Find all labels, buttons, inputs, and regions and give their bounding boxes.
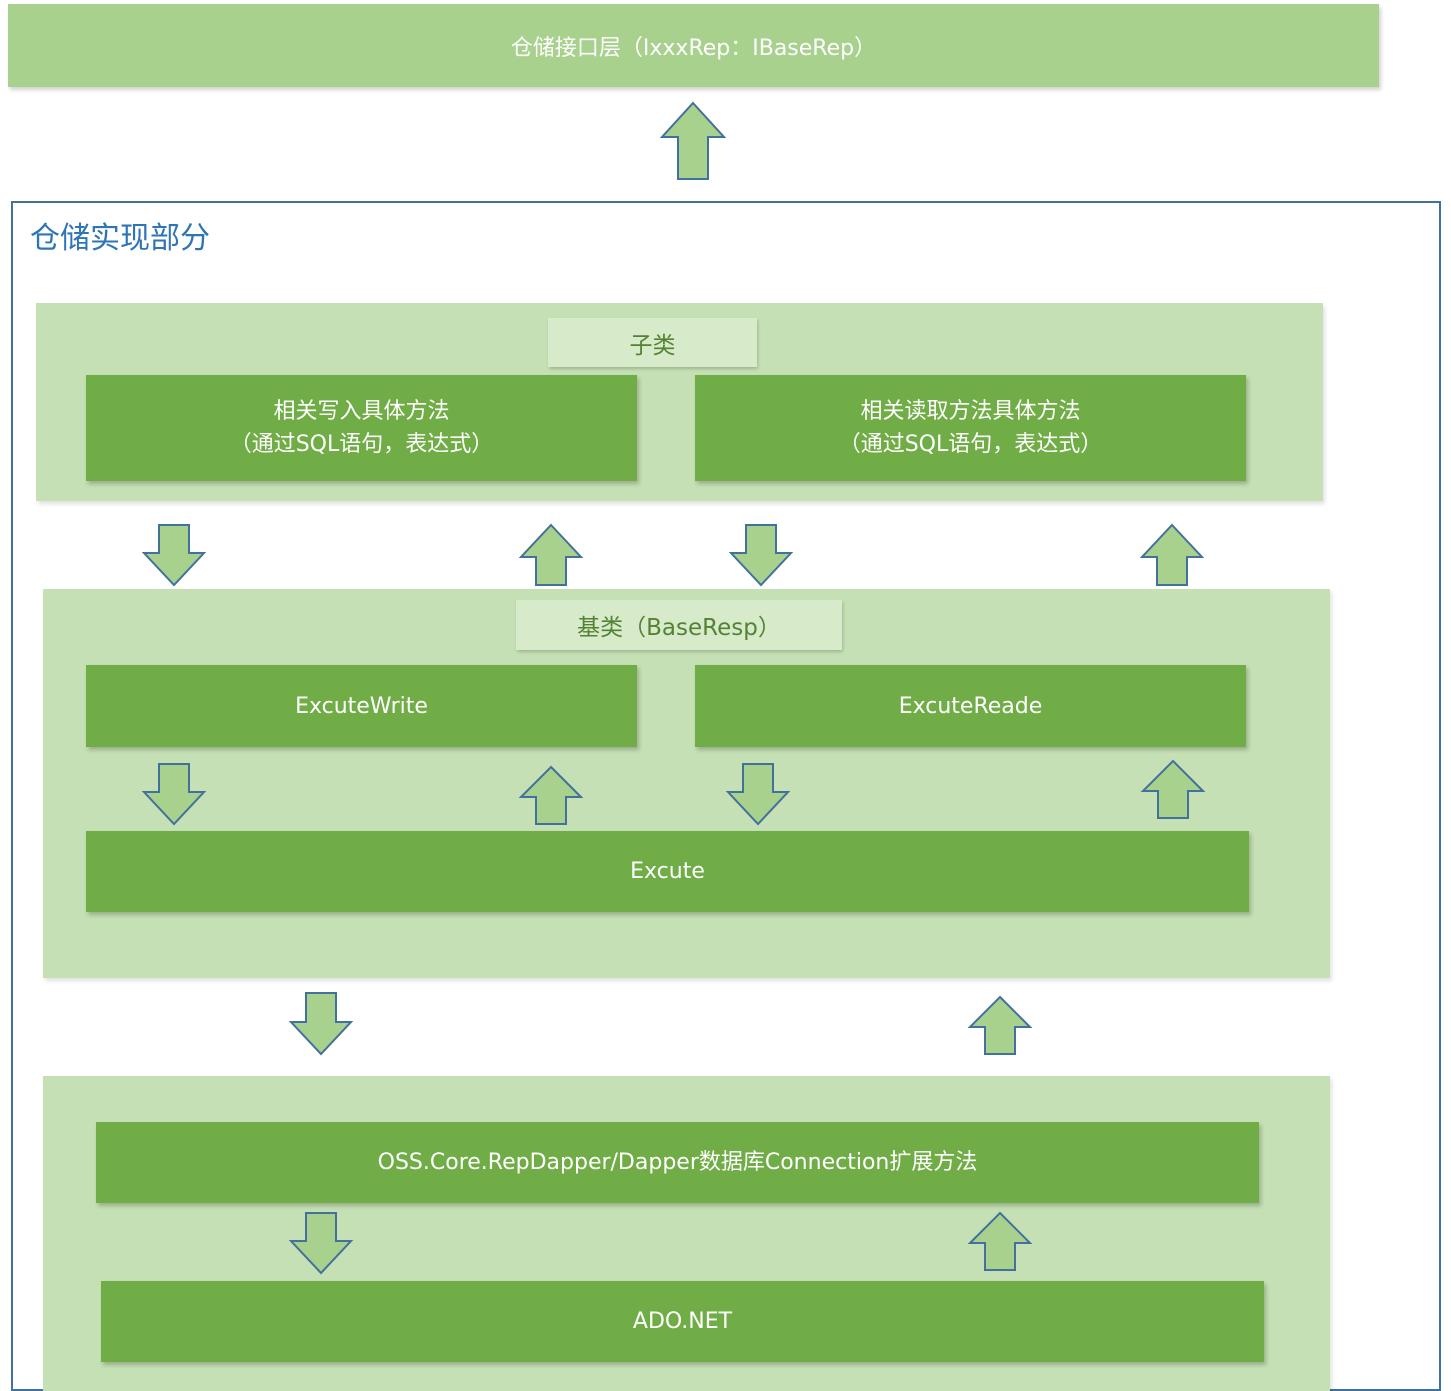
up-arrow-subclass-write [518,523,584,586]
excute-label: Excute [630,859,705,884]
subclass-read-line1: 相关读取方法具体方法 [860,399,1081,424]
dapper-extension-box: OSS.Core.RepDapper/Dapper数据库Connection扩展… [96,1122,1259,1203]
excute-write-box: ExcuteWrite [86,665,637,747]
subclass-write-line2: （通过SQL语句，表达式） [229,432,494,457]
ado-net-box: ADO.NET [101,1281,1264,1362]
up-arrow-from-ado [967,1211,1033,1271]
subclass-read-line2: （通过SQL语句，表达式） [838,432,1103,457]
up-arrow-from-data-access [967,995,1033,1055]
excute-box: Excute [86,831,1249,912]
ado-net-label: ADO.NET [632,1309,733,1334]
up-arrow-excute-write [518,765,584,825]
subclass-read-method-box: 相关读取方法具体方法 （通过SQL语句，表达式） [695,375,1246,481]
base-class-group-label: 基类（BaseResp） [516,600,842,650]
excute-reade-label: ExcuteReade [898,693,1043,719]
interface-layer-label: 仓储接口层（IxxxRep：IBaseRep） [510,35,877,61]
up-arrow-to-interface [659,101,727,180]
down-arrow-to-ado [288,1212,354,1275]
up-arrow-excute-reade [1140,759,1206,819]
implementation-title: 仓储实现部分 [30,221,210,256]
excute-write-label: ExcuteWrite [295,693,428,719]
excute-reade-box: ExcuteReade [695,665,1246,747]
subclass-write-line1: 相关写入具体方法 [273,399,450,424]
base-class-group [43,589,1330,978]
down-arrow-excute-reade [725,763,791,826]
down-arrow-subclass-read [728,524,794,587]
down-arrow-excute-write [141,763,207,826]
dapper-extension-label: OSS.Core.RepDapper/Dapper数据库Connection扩展… [377,1150,978,1175]
subclass-write-method-box: 相关写入具体方法 （通过SQL语句，表达式） [86,375,637,481]
up-arrow-subclass-read [1139,523,1205,586]
interface-layer-box: 仓储接口层（IxxxRep：IBaseRep） [8,4,1379,87]
down-arrow-subclass-write [141,524,207,587]
down-arrow-to-data-access [288,992,354,1056]
subclass-group-label: 子类 [548,318,757,367]
